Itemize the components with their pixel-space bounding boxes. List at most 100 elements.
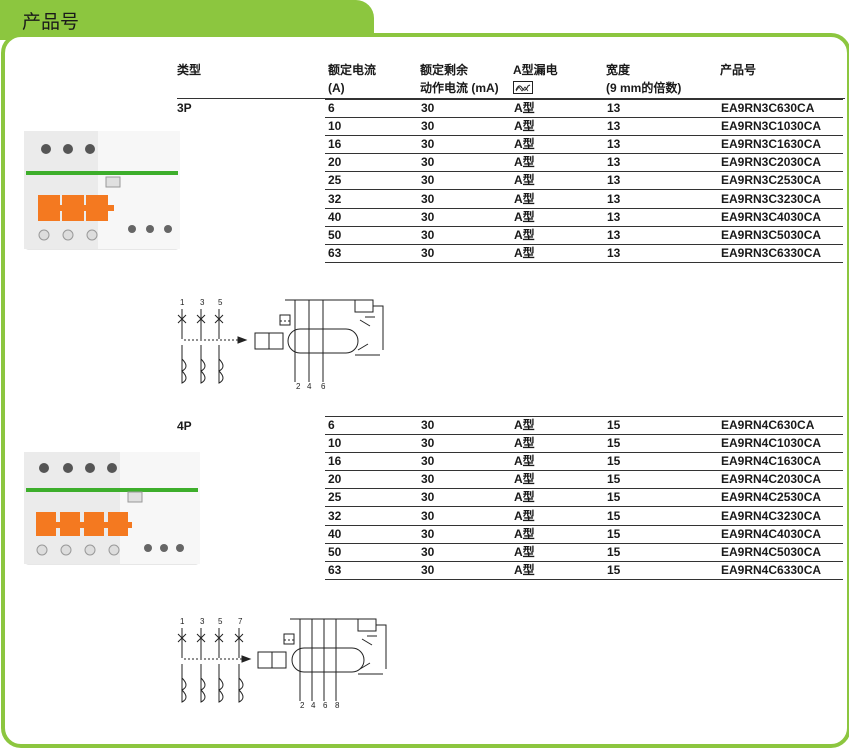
- terminal-label: 2: [296, 382, 301, 391]
- product-number-cell: EA9RN3C5030CA: [718, 226, 843, 245]
- rated-current-cell: 6: [325, 415, 418, 436]
- a-type-cell: A型: [511, 470, 604, 490]
- residual-current-cell: 30: [418, 153, 511, 173]
- rated-current-cell: 32: [325, 506, 418, 526]
- rated-current-cell: 50: [325, 226, 418, 245]
- a-type-cell: A型: [511, 171, 604, 191]
- wiring-diagram-4p: 1 3 5 7 2 4 6 8: [177, 617, 387, 710]
- terminal-label: 3: [200, 298, 205, 307]
- rated-current-cell: 10: [325, 434, 418, 454]
- residual-current-cell: 30: [418, 208, 511, 227]
- width-cell: 13: [604, 135, 718, 155]
- rcbo-3p-product-image: [24, 131, 180, 250]
- product-number-cell: EA9RN4C4030CA: [718, 525, 843, 544]
- residual-current-cell: 30: [418, 226, 511, 245]
- rated-current-cell: 16: [325, 452, 418, 472]
- residual-current-cell: 30: [418, 189, 511, 209]
- width-cell: 15: [604, 415, 718, 436]
- width-cell: 15: [604, 525, 718, 544]
- width-cell: 15: [604, 470, 718, 490]
- product-number-cell: EA9RN3C1630CA: [718, 135, 843, 155]
- residual-current-cell: 30: [418, 452, 511, 472]
- product-number-cell: EA9RN3C1030CA: [718, 117, 843, 137]
- product-number-cell: EA9RN3C4030CA: [718, 208, 843, 227]
- product-number-cell: EA9RN4C630CA: [718, 415, 843, 436]
- residual-current-cell: 30: [418, 135, 511, 155]
- terminal-label: 5: [218, 617, 223, 626]
- a-type-cell: A型: [511, 525, 604, 544]
- a-type-cell: A型: [511, 189, 604, 209]
- residual-current-cell: 30: [418, 488, 511, 508]
- residual-current-cell: 30: [418, 525, 511, 544]
- product-number-cell: EA9RN4C1630CA: [718, 452, 843, 472]
- a-type-cell: A型: [511, 488, 604, 508]
- rated-current-cell: 20: [325, 470, 418, 490]
- wiring-diagram-3p: 1 3 5 2 4 6: [177, 298, 384, 391]
- width-cell: 13: [604, 98, 718, 119]
- terminal-label: 7: [238, 617, 243, 626]
- width-cell: 13: [604, 244, 718, 263]
- rated-current-cell: 20: [325, 153, 418, 173]
- width-cell: 13: [604, 189, 718, 209]
- terminal-label: 3: [200, 617, 205, 626]
- product-number-cell: EA9RN4C5030CA: [718, 543, 843, 562]
- section-label-4p: 4P: [177, 419, 192, 433]
- a-type-cell: A型: [511, 244, 604, 263]
- residual-current-cell: 30: [418, 470, 511, 490]
- a-type-cell: A型: [511, 434, 604, 454]
- terminal-label: 4: [311, 701, 316, 710]
- a-type-cell: A型: [511, 506, 604, 526]
- product-number-cell: EA9RN3C630CA: [718, 98, 843, 119]
- rated-current-cell: 40: [325, 208, 418, 227]
- width-cell: 15: [604, 434, 718, 454]
- rated-current-cell: 25: [325, 488, 418, 508]
- header-width: 宽度 (9 mm的倍数): [606, 63, 682, 95]
- terminal-label: 1: [180, 617, 185, 626]
- width-cell: 13: [604, 208, 718, 227]
- width-cell: 15: [604, 506, 718, 526]
- rated-current-cell: 6: [325, 98, 418, 119]
- page-title: 产品号: [22, 11, 80, 33]
- product-number-cell: EA9RN4C2030CA: [718, 470, 843, 490]
- rated-current-cell: 16: [325, 135, 418, 155]
- residual-current-cell: 30: [418, 415, 511, 436]
- a-type-cell: A型: [511, 117, 604, 137]
- residual-current-cell: 30: [418, 561, 511, 580]
- residual-current-cell: 30: [418, 98, 511, 119]
- rated-current-cell: 32: [325, 189, 418, 209]
- header-rated-current: 额定电流 (A): [328, 63, 377, 95]
- rcbo-4p-product-image: [24, 452, 200, 565]
- section-label-3p: 3P: [177, 101, 192, 115]
- a-type-cell: A型: [511, 98, 604, 119]
- header-type: 类型: [177, 63, 202, 77]
- rated-current-cell: 10: [325, 117, 418, 137]
- terminal-label: 6: [321, 382, 326, 391]
- terminal-label: 8: [335, 701, 340, 710]
- product-number-cell: EA9RN3C2030CA: [718, 153, 843, 173]
- width-cell: 15: [604, 543, 718, 562]
- terminal-label: 4: [307, 382, 312, 391]
- terminal-label: 5: [218, 298, 223, 307]
- width-cell: 13: [604, 226, 718, 245]
- rated-current-cell: 63: [325, 561, 418, 580]
- a-type-cell: A型: [511, 452, 604, 472]
- residual-current-cell: 30: [418, 506, 511, 526]
- a-type-cell: A型: [511, 153, 604, 173]
- a-type-cell: A型: [511, 135, 604, 155]
- a-type-cell: A型: [511, 561, 604, 580]
- product-number-cell: EA9RN3C6330CA: [718, 244, 843, 263]
- width-cell: 13: [604, 117, 718, 137]
- product-number-cell: EA9RN3C2530CA: [718, 171, 843, 191]
